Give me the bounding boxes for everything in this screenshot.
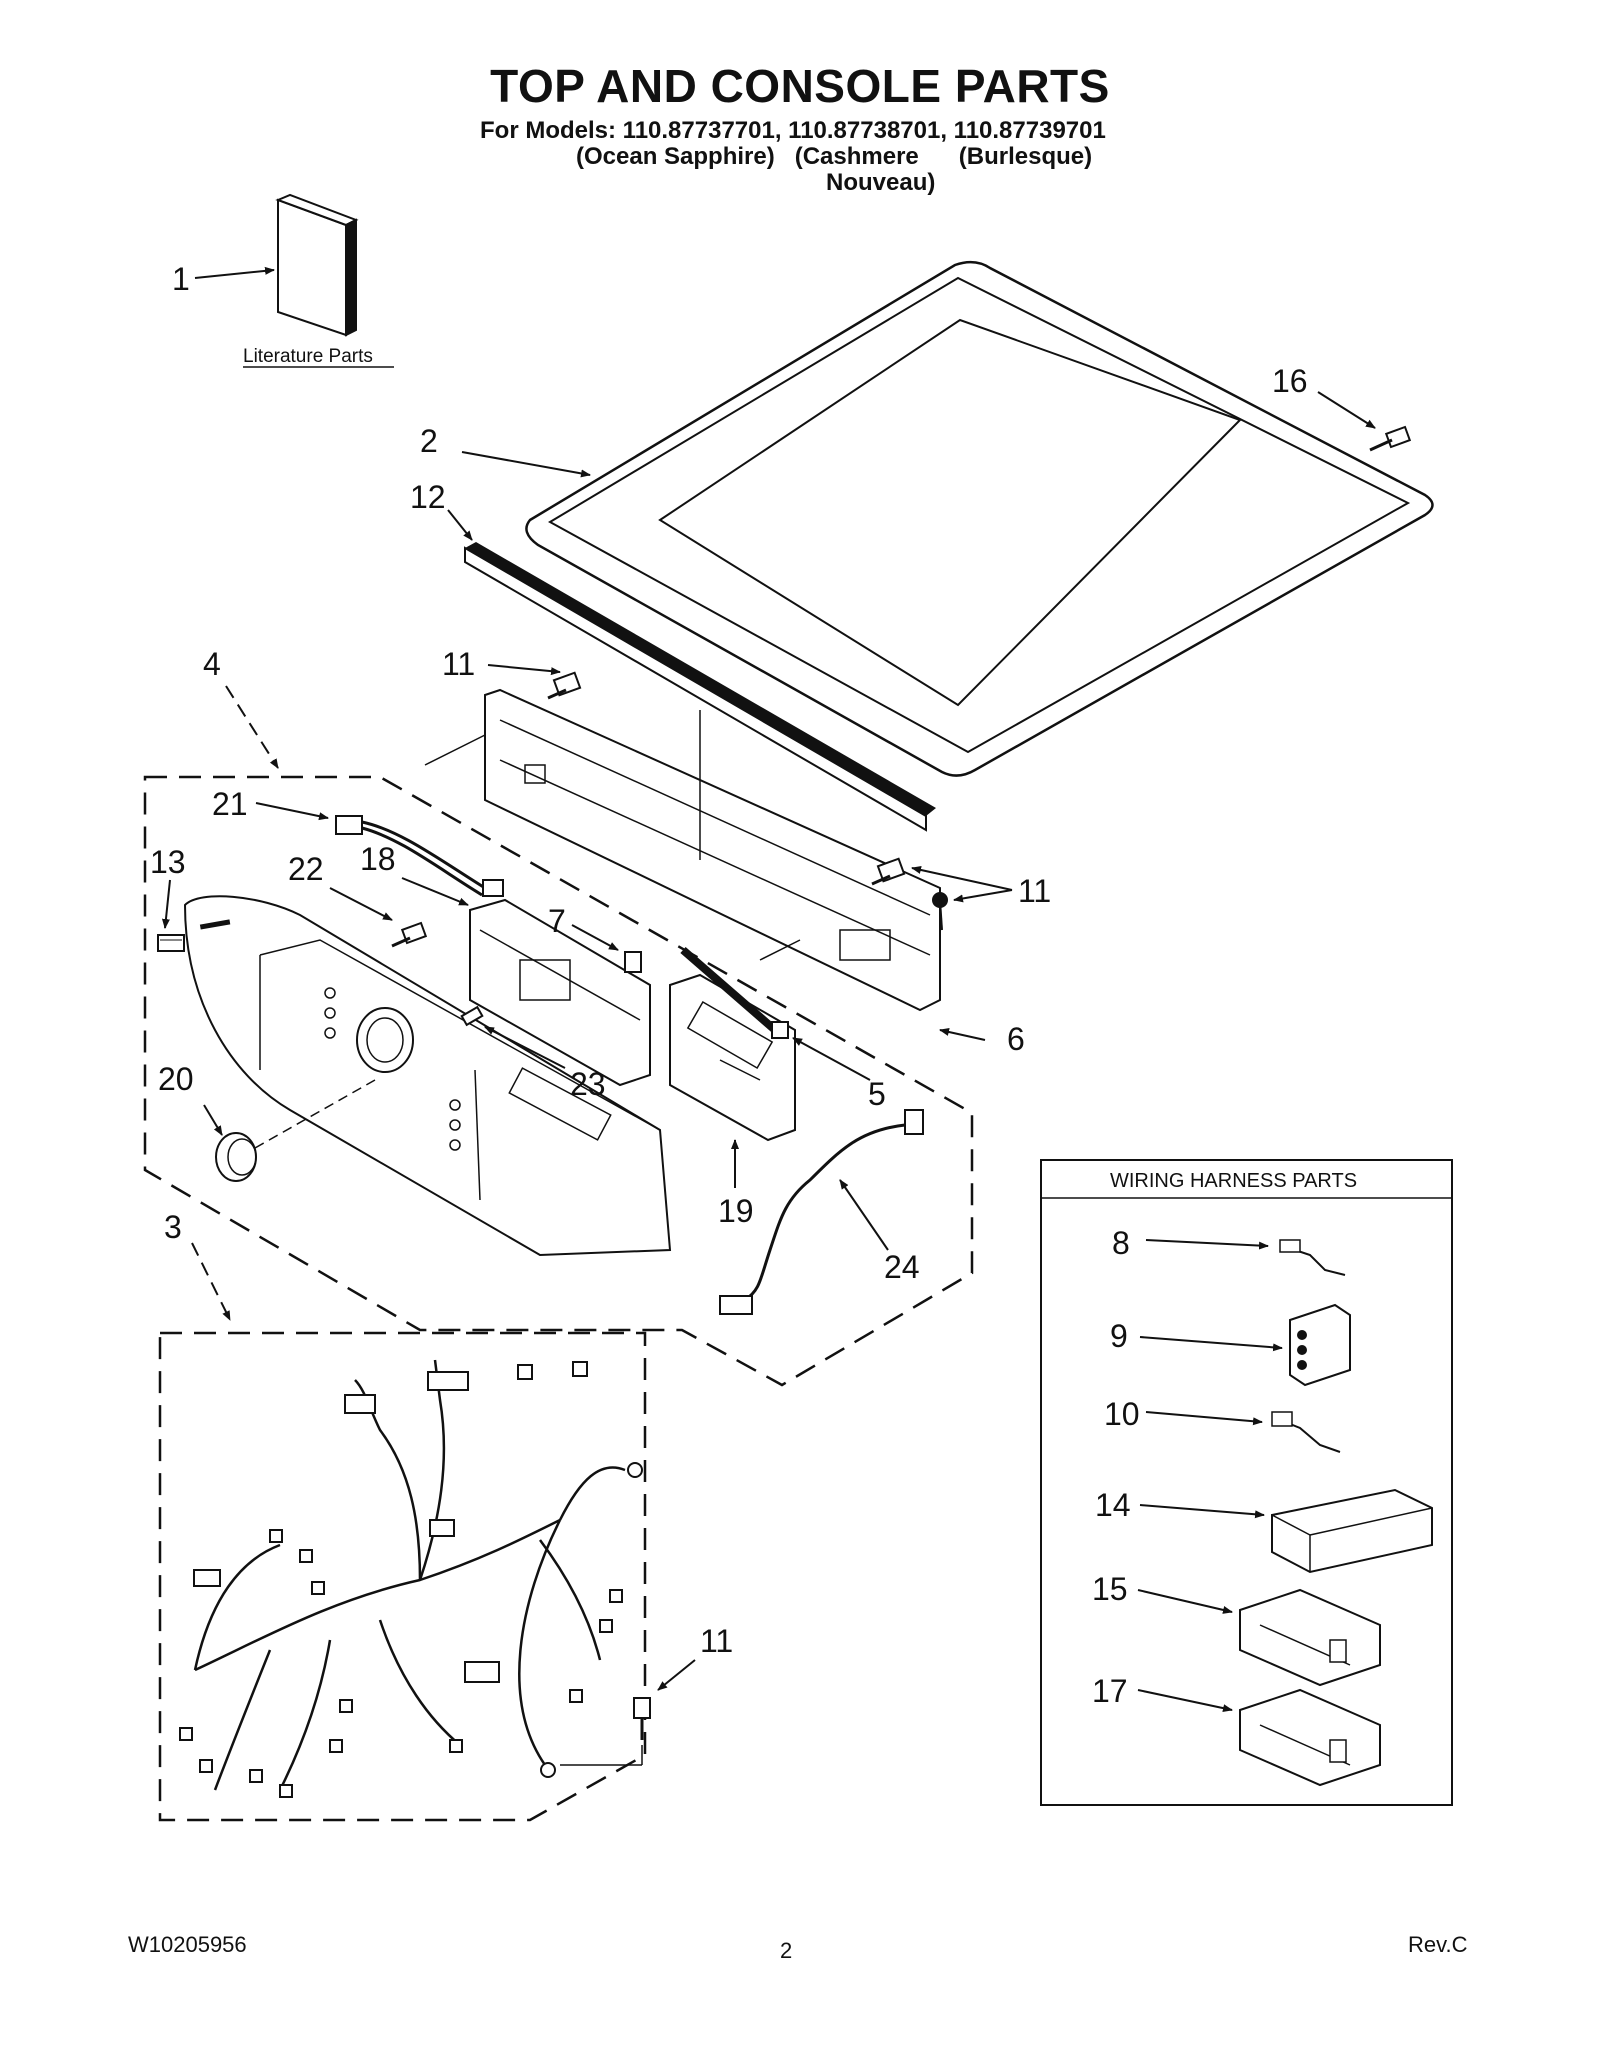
callout-13: 13 bbox=[150, 844, 186, 880]
harness-connectors bbox=[179, 1361, 643, 1798]
callout-15: 15 bbox=[1092, 1571, 1128, 1607]
model-list: For Models: 110.87737701, 110.87738701, … bbox=[480, 118, 1106, 196]
screw-22-icon bbox=[391, 921, 428, 948]
page-number: 2 bbox=[780, 1938, 793, 1963]
part-13 bbox=[157, 934, 185, 952]
callout-10: 10 bbox=[1104, 1396, 1140, 1432]
control-board-19 bbox=[669, 973, 796, 1142]
callout-8: 8 bbox=[1112, 1225, 1130, 1261]
leader-11-right-a bbox=[911, 866, 1013, 891]
callout-6: 6 bbox=[1007, 1021, 1025, 1057]
cable-tie-5 bbox=[680, 946, 789, 1039]
wiring-harness-outline bbox=[158, 1331, 647, 1822]
knob-axis bbox=[254, 1079, 376, 1149]
part-23 bbox=[460, 1005, 484, 1027]
leader-10 bbox=[1145, 1411, 1263, 1426]
wiring-box-title: WIRING HARNESS PARTS bbox=[1110, 1170, 1357, 1192]
leader-6 bbox=[939, 1028, 986, 1041]
console-panel bbox=[183, 895, 672, 1257]
page-header: TOP AND CONSOLE PARTS bbox=[0, 60, 1600, 112]
callout-20: 20 bbox=[158, 1061, 194, 1097]
callout-2: 2 bbox=[420, 423, 438, 459]
leader-21 bbox=[255, 802, 329, 821]
screw-11-top-icon bbox=[547, 671, 582, 700]
leader-17 bbox=[1137, 1689, 1233, 1713]
callout-11-top: 11 bbox=[442, 646, 475, 682]
revision: Rev.C bbox=[1408, 1932, 1468, 1957]
leader-7 bbox=[571, 924, 619, 951]
screw-11-right-icon bbox=[871, 857, 948, 931]
leader-22 bbox=[329, 887, 393, 921]
leader-24 bbox=[839, 1179, 889, 1251]
terminal-8-icon bbox=[1279, 1239, 1346, 1276]
callout-11-right: 11 bbox=[1018, 873, 1051, 909]
leader-16 bbox=[1317, 391, 1376, 429]
leader-23 bbox=[484, 1026, 566, 1069]
model-line-3: Nouveau) bbox=[826, 169, 936, 196]
callout-23: 23 bbox=[570, 1066, 606, 1102]
leader-11-top bbox=[487, 664, 561, 676]
top-panel bbox=[525, 260, 1434, 777]
leader-4 bbox=[225, 685, 279, 769]
leader-18 bbox=[401, 877, 469, 906]
callout-19: 19 bbox=[718, 1193, 754, 1229]
connector-15-icon bbox=[1239, 1588, 1381, 1687]
leader-3 bbox=[191, 1242, 231, 1321]
leader-1 bbox=[194, 266, 275, 279]
leader-14 bbox=[1139, 1504, 1265, 1519]
callout-16: 16 bbox=[1272, 363, 1308, 399]
callout-9: 9 bbox=[1110, 1318, 1128, 1354]
callout-21: 21 bbox=[212, 786, 248, 822]
model-line-1: For Models: 110.87737701, 110.87738701, … bbox=[480, 117, 1106, 144]
console-bracket bbox=[424, 688, 941, 1012]
callout-7: 7 bbox=[548, 903, 566, 939]
callout-1: 1 bbox=[172, 261, 190, 297]
part-7 bbox=[624, 951, 642, 973]
callout-5: 5 bbox=[868, 1076, 886, 1112]
leader-11-right-b bbox=[953, 889, 1013, 903]
leader-8 bbox=[1145, 1239, 1269, 1250]
screw-11-bottom-icon bbox=[560, 1697, 651, 1766]
callout-17: 17 bbox=[1092, 1673, 1128, 1709]
callout-22: 22 bbox=[288, 851, 324, 887]
connector-17-icon bbox=[1239, 1688, 1381, 1787]
callout-14: 14 bbox=[1095, 1487, 1131, 1523]
console-assembly-outline bbox=[143, 775, 974, 1387]
leader-20 bbox=[203, 1104, 223, 1136]
harness-24 bbox=[719, 1109, 924, 1315]
leader-11-bottom bbox=[657, 1659, 696, 1691]
leader-12 bbox=[447, 509, 473, 541]
leader-5 bbox=[792, 1037, 871, 1081]
terminal-10-icon bbox=[1271, 1411, 1341, 1453]
harness-21 bbox=[335, 815, 504, 897]
callout-3: 3 bbox=[164, 1209, 182, 1245]
callout-4: 4 bbox=[203, 646, 221, 682]
callout-18: 18 bbox=[360, 841, 396, 877]
literature-book bbox=[275, 193, 359, 337]
connector-14-icon bbox=[1271, 1488, 1433, 1574]
leader-15 bbox=[1137, 1589, 1233, 1614]
doc-number: W10205956 bbox=[128, 1932, 247, 1957]
main-harness bbox=[193, 1359, 626, 1791]
front-strip bbox=[464, 542, 936, 832]
leader-13 bbox=[161, 879, 171, 929]
wiring-harness-parts-box: WIRING HARNESS PARTS 8 9 10 bbox=[1040, 1159, 1453, 1806]
leader-2 bbox=[461, 451, 591, 478]
callout-11-bottom: 11 bbox=[700, 1623, 733, 1659]
leader-9 bbox=[1139, 1336, 1283, 1352]
connector-9-icon bbox=[1289, 1303, 1351, 1387]
callout-24: 24 bbox=[884, 1249, 920, 1285]
knob-20 bbox=[215, 1132, 257, 1182]
literature-label: Literature Parts bbox=[243, 346, 373, 367]
page-title: TOP AND CONSOLE PARTS bbox=[490, 60, 1110, 112]
part-18 bbox=[469, 898, 651, 1087]
screw-16-icon bbox=[1369, 425, 1412, 452]
model-line-2: (Ocean Sapphire) (Cashmere (Burlesque) bbox=[576, 143, 1093, 170]
callout-12: 12 bbox=[410, 479, 446, 515]
